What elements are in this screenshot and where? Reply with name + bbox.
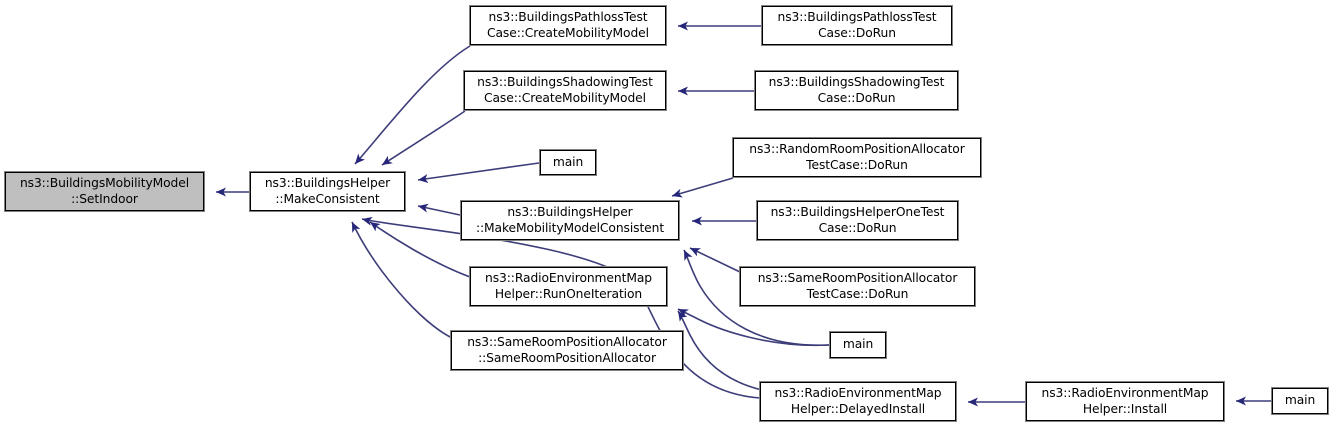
edge-delayedinstall-to-runoneiteration <box>677 310 763 391</box>
node-label: ns3::SameRoomPositionAllocator ::SameRoo… <box>467 334 667 365</box>
node-label: ns3::BuildingsShadowingTest Case::Create… <box>477 74 653 105</box>
node-random-room-position-allocator-test-case-dorun[interactable]: ns3::RandomRoomPositionAllocator TestCas… <box>732 137 982 178</box>
node-buildings-pathloss-test-case-create-mobility-model[interactable]: ns3::BuildingsPathlossTest Case::CreateM… <box>469 5 667 46</box>
node-label: ns3::RadioEnvironmentMap Helper::Delayed… <box>774 385 942 416</box>
node-make-mobility-model-consistent[interactable]: ns3::BuildingsHelper ::MakeMobilityModel… <box>460 200 680 241</box>
node-label: ns3::BuildingsHelperOneTest Case::DoRun <box>770 204 945 235</box>
edge-main2-to-makemobility <box>683 249 830 346</box>
node-buildings-pathloss-test-case-dorun[interactable]: ns3::BuildingsPathlossTest Case::DoRun <box>761 5 953 46</box>
node-radio-environment-map-helper-delayed-install[interactable]: ns3::RadioEnvironmentMap Helper::Delayed… <box>759 381 957 422</box>
node-makeconsistent[interactable]: ns3::BuildingsHelper ::MakeConsistent <box>249 171 406 212</box>
edge-shadowing-create-to-makeconsistent <box>381 110 466 166</box>
node-label: ns3::BuildingsPathlossTest Case::CreateM… <box>487 9 649 40</box>
edge-main1-to-makeconsistent <box>417 162 540 184</box>
node-label: ns3::RadioEnvironmentMap Helper::Install <box>1041 385 1209 416</box>
node-label: ns3::BuildingsPathlossTest Case::DoRun <box>777 9 937 40</box>
node-buildings-helper-one-test-case-dorun[interactable]: ns3::BuildingsHelperOneTest Case::DoRun <box>756 200 959 241</box>
node-label: main <box>1284 393 1316 408</box>
node-label: ns3::BuildingsHelper ::MakeMobilityModel… <box>475 204 665 235</box>
node-label: ns3::RadioEnvironmentMap Helper::RunOneI… <box>485 270 652 301</box>
edge-sameroom-dorun-to-makemobility <box>689 247 741 273</box>
node-label: ns3::BuildingsHelper ::MakeConsistent <box>264 175 391 206</box>
edge-sameroomctor-to-makeconsistent <box>351 221 453 339</box>
node-label: ns3::SameRoomPositionAllocator TestCase:… <box>757 270 958 301</box>
node-same-room-position-allocator-ctor[interactable]: ns3::SameRoomPositionAllocator ::SameRoo… <box>450 330 684 371</box>
edge-pathloss-create-to-makeconsistent <box>354 45 471 165</box>
node-main-3[interactable]: main <box>1271 387 1329 415</box>
edge-runoneiteration-to-makeconsistent <box>369 221 471 278</box>
edge-group <box>216 21 1271 407</box>
node-setindoor[interactable]: ns3::BuildingsMobilityModel ::SetIndoor <box>4 171 205 212</box>
node-radio-environment-map-helper-run-one-iteration[interactable]: ns3::RadioEnvironmentMap Helper::RunOneI… <box>469 266 668 307</box>
node-buildings-shadowing-test-case-dorun[interactable]: ns3::BuildingsShadowingTest Case::DoRun <box>754 70 959 111</box>
edge-main2-to-runoneiteration <box>677 308 830 347</box>
node-label: ns3::BuildingsShadowingTest Case::DoRun <box>768 74 945 105</box>
node-main-1[interactable]: main <box>539 149 597 176</box>
node-label: main <box>842 337 874 352</box>
node-main-2[interactable]: main <box>829 331 887 359</box>
edge-delayedinstall-to-makeconsistent <box>361 216 761 399</box>
node-label: ns3::RandomRoomPositionAllocator TestCas… <box>749 141 965 172</box>
node-label: ns3::BuildingsMobilityModel ::SetIndoor <box>19 175 190 206</box>
node-radio-environment-map-helper-install[interactable]: ns3::RadioEnvironmentMap Helper::Install <box>1025 381 1225 422</box>
node-same-room-position-allocator-test-case-dorun[interactable]: ns3::SameRoomPositionAllocator TestCase:… <box>739 266 976 307</box>
edge-makemobility-to-makeconsistent <box>417 203 461 216</box>
edge-randomroom-dorun-to-makemobility <box>671 177 734 198</box>
node-buildings-shadowing-test-case-create-mobility-model[interactable]: ns3::BuildingsShadowingTest Case::Create… <box>463 70 667 111</box>
node-label: main <box>552 154 584 169</box>
